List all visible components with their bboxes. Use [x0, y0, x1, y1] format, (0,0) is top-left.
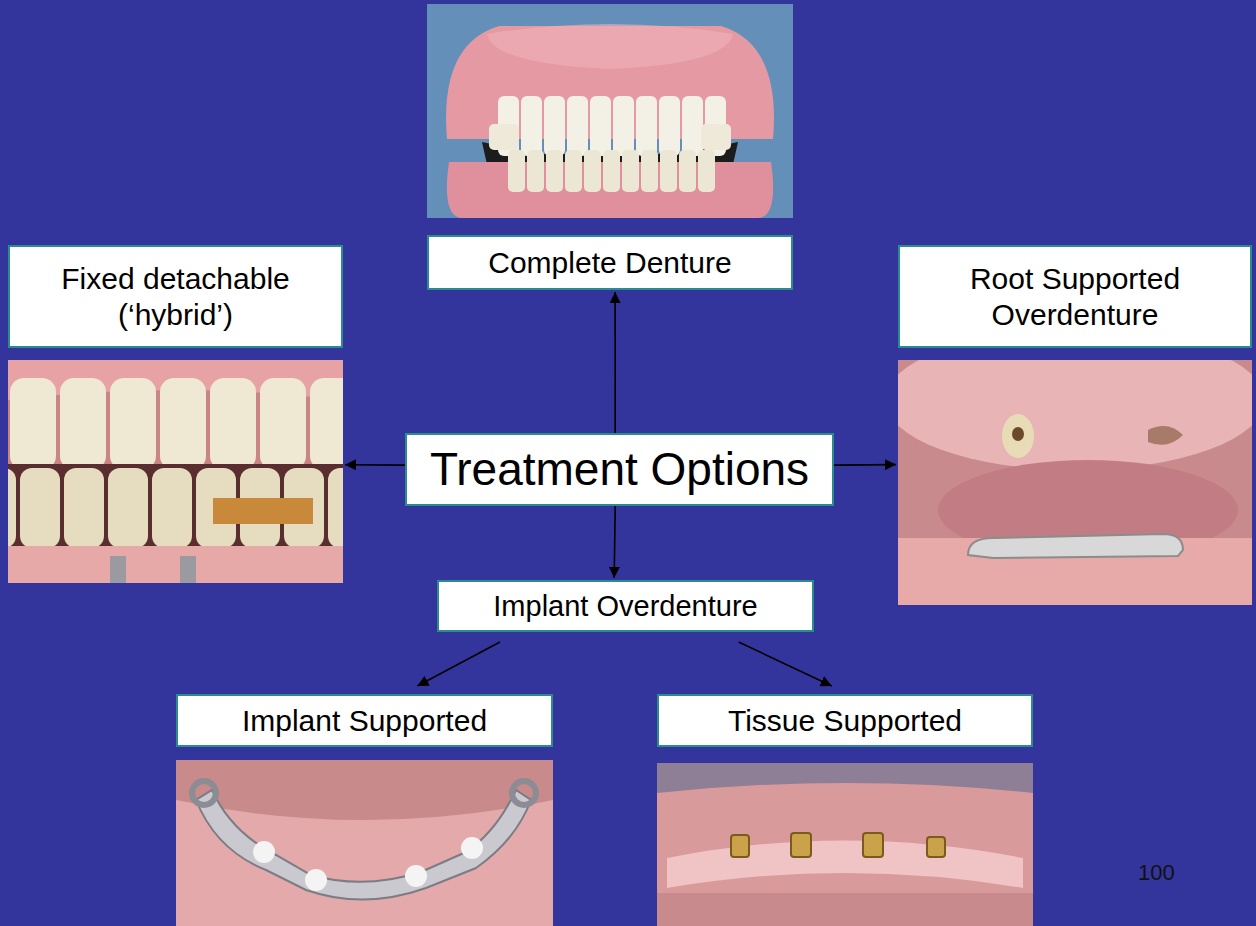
slide-number: 100	[1138, 860, 1175, 886]
arrow-connector	[614, 506, 615, 578]
hybrid-photo	[8, 360, 343, 583]
label-box: Implant Supported	[176, 694, 553, 747]
label-box: Tissue Supported	[657, 694, 1033, 747]
option-card: Tissue Supported	[657, 694, 1033, 926]
node-text: Complete Denture	[488, 245, 731, 281]
label-box: Root Supported Overdenture	[898, 245, 1252, 348]
category-box: Implant Overdenture	[437, 580, 814, 632]
abutment-photo	[657, 763, 1033, 926]
arrow-connector	[417, 642, 500, 686]
arrow-connector	[614, 292, 616, 433]
node-text: Treatment Options	[430, 442, 809, 497]
root-overdenture-photo	[898, 360, 1252, 605]
arrow-connector	[345, 464, 405, 466]
node-text: Implant Overdenture	[493, 589, 757, 624]
label-box: Treatment Options	[405, 433, 834, 506]
bar-photo	[176, 760, 553, 926]
option-card: Implant Supported	[176, 694, 553, 926]
node-text: Implant Supported	[242, 703, 487, 739]
arrow-connector	[739, 642, 832, 686]
label-box: Fixed detachable (‘hybrid’)	[8, 245, 343, 348]
label-box: Complete Denture	[427, 235, 793, 290]
option-card: Root Supported Overdenture	[898, 245, 1252, 605]
denture-photo	[427, 4, 793, 218]
central-box: Treatment Options	[405, 433, 834, 506]
node-text: Root Supported Overdenture	[908, 261, 1242, 333]
option-card: Complete Denture	[427, 4, 793, 290]
node-text: Tissue Supported	[728, 703, 962, 739]
option-card: Fixed detachable (‘hybrid’)	[8, 245, 343, 583]
node-text: Fixed detachable (‘hybrid’)	[18, 261, 333, 333]
label-box: Implant Overdenture	[437, 580, 814, 632]
arrow-connector	[834, 464, 896, 466]
